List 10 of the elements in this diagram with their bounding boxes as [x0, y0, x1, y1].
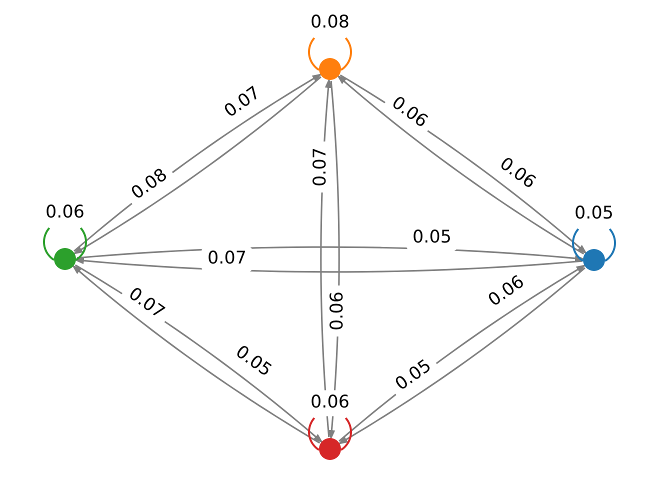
graph-node — [319, 438, 341, 460]
graph-node — [583, 249, 605, 271]
arrow — [74, 257, 582, 273]
self-loop — [308, 36, 352, 71]
graph-node — [54, 248, 76, 270]
self-loop — [43, 226, 87, 261]
edge-label: 0.07 — [202, 246, 252, 272]
graph-node — [319, 58, 341, 80]
self-loop — [308, 416, 352, 451]
self-loop — [572, 228, 616, 262]
